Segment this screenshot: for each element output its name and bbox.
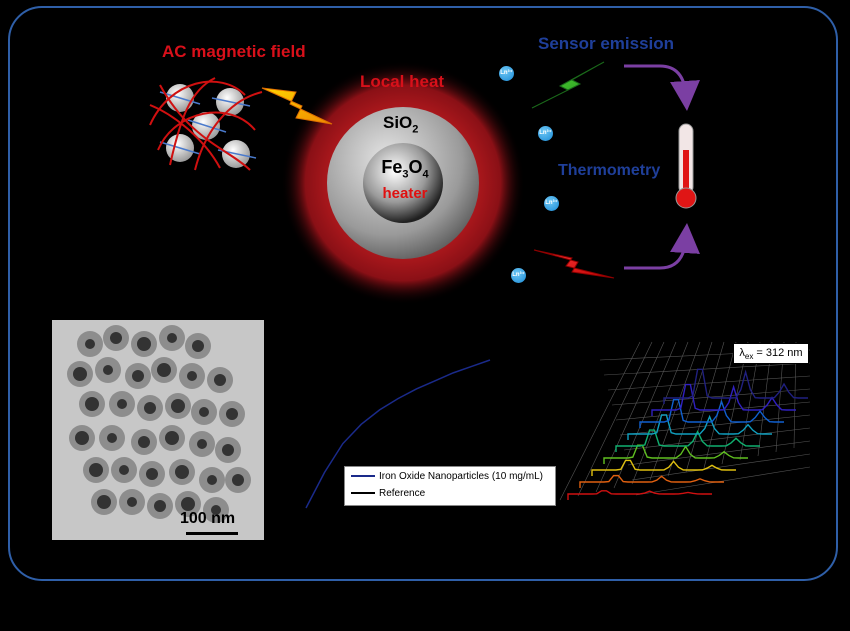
heating-chart-legend: Iron Oxide Nanoparticles (10 mg/mL) Refe… [344, 466, 556, 506]
spectrum-trace [603, 444, 748, 464]
tem-particle-core [137, 337, 151, 351]
tem-particles [67, 325, 251, 523]
spectra-chart [559, 341, 811, 501]
core-label: Fe3O4 heater [368, 158, 442, 203]
tem-particle-core [232, 474, 244, 486]
spectrum-trace [651, 383, 796, 416]
lanthanide-ion: Ln³⁺ [544, 196, 559, 211]
tem-particle-core [171, 399, 185, 413]
tem-particle-core [181, 497, 195, 511]
tem-particle-core [132, 370, 144, 382]
scale-bar [186, 532, 238, 535]
tem-particle-core [119, 465, 129, 475]
legend-swatch [351, 475, 375, 478]
heater-label: heater [382, 184, 428, 202]
spectrum-trace [639, 399, 784, 428]
tem-particle-core [175, 465, 189, 479]
iron-oxide-core [363, 143, 443, 223]
field-bolt-icon [261, 87, 333, 125]
ac-magnetic-field-label: AC magnetic field [162, 42, 306, 61]
emission-arrow [624, 64, 700, 111]
lanthanide-ion: Ln³⁺ [511, 268, 526, 283]
spectrum-trace [591, 459, 736, 476]
diagram-frame [8, 6, 838, 581]
tem-particle-core [199, 407, 209, 417]
excitation-wavelength-label: λex = 312 nm [733, 343, 809, 364]
thermometry-label: Thermometry [558, 162, 661, 179]
sio2-label: SiO2 [383, 113, 419, 136]
tem-particle-core [222, 444, 234, 456]
legend-swatch [351, 492, 375, 495]
thermometer-icon [675, 123, 697, 209]
tem-particle-core [110, 332, 122, 344]
tem-particle-core [154, 500, 166, 512]
tem-particle-core [97, 495, 111, 509]
tem-particle-core [89, 463, 103, 477]
tem-particle-core [138, 436, 150, 448]
spectrum-trace [579, 474, 724, 488]
tem-particle-core [146, 468, 158, 480]
tem-image: 100 nm [52, 320, 264, 540]
tem-particle-core [127, 497, 137, 507]
tem-particle-core [226, 408, 238, 420]
series-line-iron-oxide [305, 359, 491, 509]
spectrum-trace [663, 368, 808, 404]
emission-bolt-icon [531, 61, 605, 109]
thermometry-arrow [624, 223, 700, 270]
tem-particle-core [103, 365, 113, 375]
tem-particle-core [211, 505, 221, 515]
tem-particle-core [107, 433, 117, 443]
tem-particle-core [214, 374, 226, 386]
lanthanide-ion: Ln³⁺ [499, 66, 514, 81]
tem-particle-core [167, 333, 177, 343]
tem-particle-core [197, 439, 207, 449]
legend-entry-reference: Reference [351, 487, 425, 501]
scale-bar-label: 100 nm [180, 510, 236, 527]
spectrum-trace [627, 414, 772, 440]
tem-particle-core [187, 371, 197, 381]
magnetic-nanoparticles [149, 77, 263, 171]
local-heat-label: Local heat [360, 72, 445, 91]
excitation-bolt-icon [533, 249, 615, 279]
tem-particle-core [73, 367, 87, 381]
tem-particle-core [85, 339, 95, 349]
spectrum-trace [567, 490, 712, 500]
legend-entry-iron-oxide: Iron Oxide Nanoparticles (10 mg/mL) [351, 470, 543, 484]
tem-particle-core [192, 340, 204, 352]
sensor-emission-label: Sensor emission [538, 34, 675, 53]
tem-particle-core [207, 475, 217, 485]
tem-particle-core [165, 431, 179, 445]
tem-particle-core [157, 363, 171, 377]
lanthanide-ion: Ln³⁺ [538, 126, 553, 141]
tem-particle-core [117, 399, 127, 409]
tem-particle-core [144, 402, 156, 414]
spectrum-trace [615, 429, 760, 452]
heating-chart [305, 359, 491, 509]
tem-particle-core [85, 397, 99, 411]
tem-particle-core [75, 431, 89, 445]
